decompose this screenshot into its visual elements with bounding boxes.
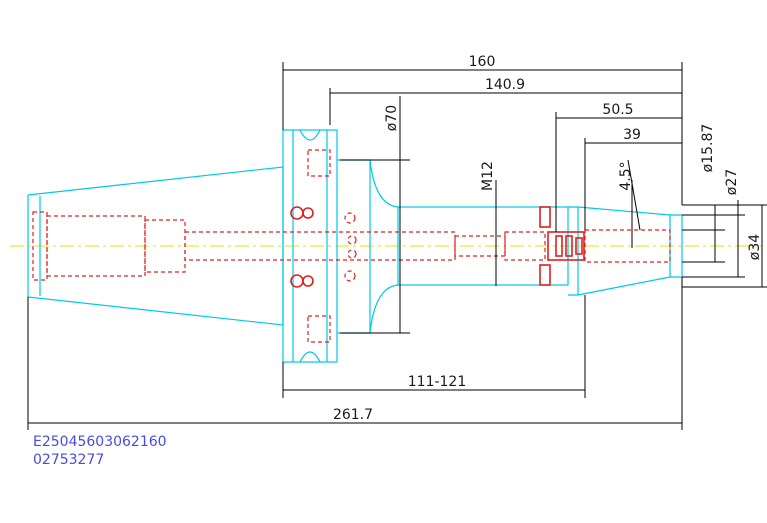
dim-m12: M12 — [480, 161, 496, 191]
dim-dia-15-87: ø15.87 — [700, 124, 716, 173]
tool-holder-outline — [27, 129, 683, 363]
dim-50-5: 50.5 — [602, 102, 633, 118]
dim-dia-70: ø70 — [384, 105, 400, 131]
dimension-lines — [27, 62, 767, 430]
dim-160: 160 — [469, 54, 496, 70]
dim-39: 39 — [623, 127, 641, 143]
dim-dia-34: ø34 — [747, 234, 763, 260]
dim-140-9: 140.9 — [485, 77, 525, 93]
dim-111-121: 111-121 — [408, 374, 467, 390]
hidden-features — [32, 149, 671, 343]
dim-dia-27: ø27 — [724, 169, 740, 195]
dim-4-5-deg: 4.5° — [618, 161, 634, 190]
item-number: 02753277 — [33, 452, 105, 468]
dim-261-7: 261.7 — [333, 407, 373, 423]
part-number: E25045603062160 — [33, 434, 167, 450]
dimension-labels: 160 140.9 50.5 39 ø70 M12 4.5° ø15.87 ø2… — [333, 54, 763, 423]
